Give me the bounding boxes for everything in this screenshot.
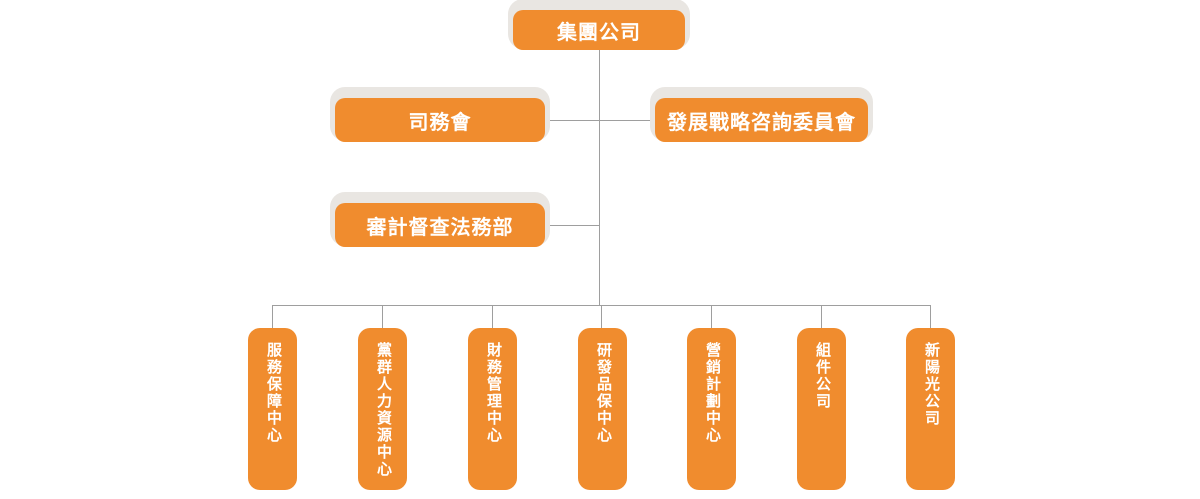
connector-drop [711, 305, 712, 328]
org-node-committee-council-label: 司務會 [408, 111, 472, 134]
org-node-root: 集團公司 [513, 10, 685, 50]
connector-drop [382, 305, 383, 328]
org-node-root-label: 集團公司 [557, 21, 641, 44]
org-node-audit-office: 審計督查法務部 [335, 203, 545, 247]
connector-row2 [545, 120, 655, 121]
org-node-department-label: 財務管理中心 [485, 342, 501, 444]
org-node-department: 組件公司 [797, 328, 846, 490]
org-node-department-label: 研發品保中心 [595, 342, 611, 444]
org-node-department-label: 服務保障中心 [265, 342, 281, 444]
org-node-department: 研發品保中心 [578, 328, 627, 490]
org-node-department-label: 黨群人力資源中心 [375, 342, 391, 478]
connector-drop [821, 305, 822, 328]
org-node-committee-strategy: 發展戰略咨詢委員會 [655, 98, 868, 142]
connector-drop [601, 305, 602, 328]
org-node-department-label: 營銷計劃中心 [704, 342, 720, 444]
connector-drop [930, 305, 931, 328]
connector-trunk [599, 50, 600, 305]
org-node-audit-office-label: 審計督查法務部 [366, 216, 514, 239]
connector-row3 [545, 225, 600, 226]
org-node-committee-council: 司務會 [335, 98, 545, 142]
connector-drop [492, 305, 493, 328]
org-node-department: 營銷計劃中心 [687, 328, 736, 490]
org-node-committee-strategy-label: 發展戰略咨詢委員會 [667, 111, 856, 134]
org-node-department: 服務保障中心 [248, 328, 297, 490]
connector-drop [272, 305, 273, 328]
org-node-department: 新陽光公司 [906, 328, 955, 490]
org-node-department-label: 新陽光公司 [923, 342, 939, 427]
org-node-department: 黨群人力資源中心 [358, 328, 407, 490]
org-node-department-label: 組件公司 [814, 342, 830, 410]
org-node-department: 財務管理中心 [468, 328, 517, 490]
